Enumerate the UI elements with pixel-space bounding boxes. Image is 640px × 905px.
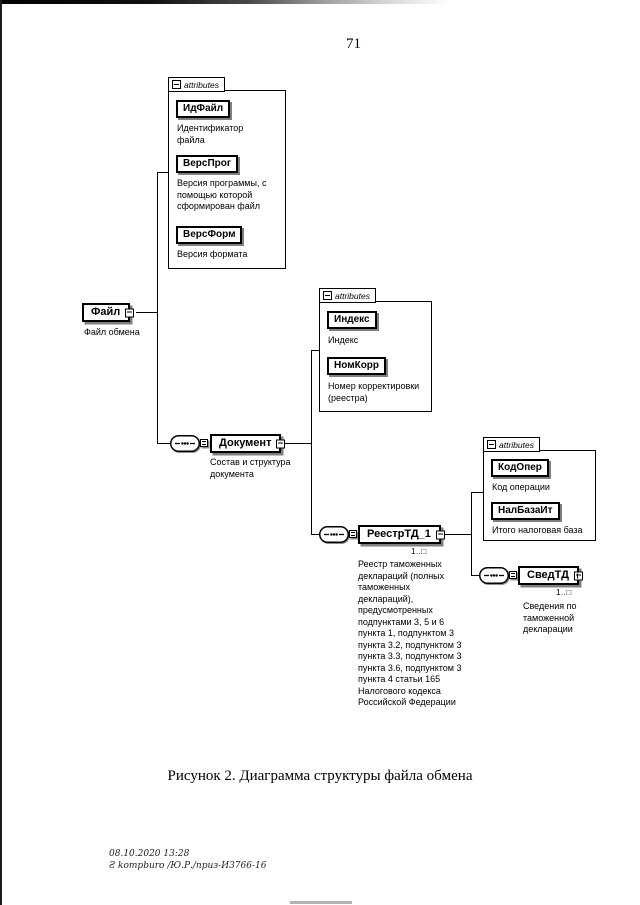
attr-nomkorr-desc: Номер корректировки (реестра) (328, 381, 420, 403)
connector-line (471, 492, 472, 576)
attr-index: Индекс (327, 311, 377, 329)
connector-joint-icon (349, 530, 357, 538)
connector-line (472, 492, 483, 493)
connector-line (312, 534, 320, 535)
collapse-icon (125, 308, 135, 317)
collapse-icon (435, 530, 445, 539)
connector-line (312, 350, 319, 351)
element-label: СведТД (527, 569, 569, 581)
connector-joint-icon (200, 439, 208, 447)
footer-timestamp: 08.10.2020 13:28 (109, 849, 190, 859)
connector-line (158, 172, 168, 173)
collapse-icon (487, 440, 496, 449)
element-label: Документ (219, 437, 272, 449)
attr-versform-desc: Версия формата (177, 249, 248, 259)
page-footer: 08.10.2020 13:28 Ƨ kompburo /Ю.Р./приз-И… (109, 849, 266, 872)
attributes-label: attributes (499, 439, 534, 450)
element-svedtd: СведТД (518, 566, 583, 585)
collapse-icon (172, 80, 181, 89)
sequence-icon (170, 435, 200, 452)
attr-kodoper: КодОпер (491, 459, 549, 477)
element-file: Файл (82, 303, 135, 322)
scan-artifact-top (0, 0, 500, 4)
cardinality-label: 1..□ (411, 547, 427, 556)
attr-versform: ВерсФорм (176, 226, 243, 244)
file-attributes-tab: attributes (168, 77, 225, 92)
element-file-desc: Файл обмена (84, 327, 140, 337)
scan-artifact-bottom (290, 901, 352, 904)
collapse-icon (276, 439, 286, 448)
document-attributes-tab: attributes (319, 288, 376, 303)
attr-idfile-desc: Идентификатор файла (177, 123, 244, 145)
connector-line (158, 443, 172, 444)
attr-idfile: ИдФайл (176, 100, 231, 118)
attr-nalbazait: НалБазаИт (491, 502, 560, 520)
attr-versprog-desc: Версия программы, с помощью которой сфор… (177, 178, 267, 211)
reestr-attributes-tab: attributes (483, 437, 540, 452)
figure-caption: Рисунок 2. Диаграмма структуры файла обм… (167, 768, 473, 784)
attr-nalbazait-desc: Итого налоговая база (492, 525, 583, 535)
sequence-icon (479, 567, 509, 584)
element-document: Документ (210, 434, 286, 453)
element-label: Файл (91, 306, 121, 318)
scan-artifact-left (0, 0, 2, 905)
element-reestrtd1-desc: Реестр таможенных деклараций (полных там… (358, 559, 462, 707)
cardinality-label: 1..□ (556, 588, 572, 597)
element-label: РеестрТД_1 (367, 528, 431, 540)
connector-line (440, 534, 471, 535)
attributes-label: attributes (184, 79, 219, 90)
attr-nomkorr: НомКорр (327, 357, 387, 375)
collapse-icon (323, 291, 332, 300)
expand-icon (573, 571, 583, 580)
connector-line (157, 172, 158, 444)
attr-versprog: ВерсПрог (176, 155, 239, 173)
element-document-desc: Состав и структура документа (210, 457, 291, 479)
attr-kodoper-desc: Код операции (492, 482, 550, 492)
element-svedtd-desc: Сведения по таможенной декларации (523, 601, 577, 634)
attributes-label: attributes (335, 290, 370, 301)
connector-line (311, 350, 312, 535)
connector-line (283, 443, 311, 444)
page-number: 71 (346, 36, 361, 52)
connector-line (136, 312, 158, 313)
sequence-icon (319, 526, 349, 543)
attr-index-desc: Индекс (328, 335, 359, 345)
element-reestrtd1: РеестрТД_1 (358, 525, 445, 544)
connector-joint-icon (509, 571, 517, 579)
footer-reference: Ƨ kompburo /Ю.Р./приз-И3766-16 (109, 860, 267, 871)
connector-line (472, 575, 480, 576)
